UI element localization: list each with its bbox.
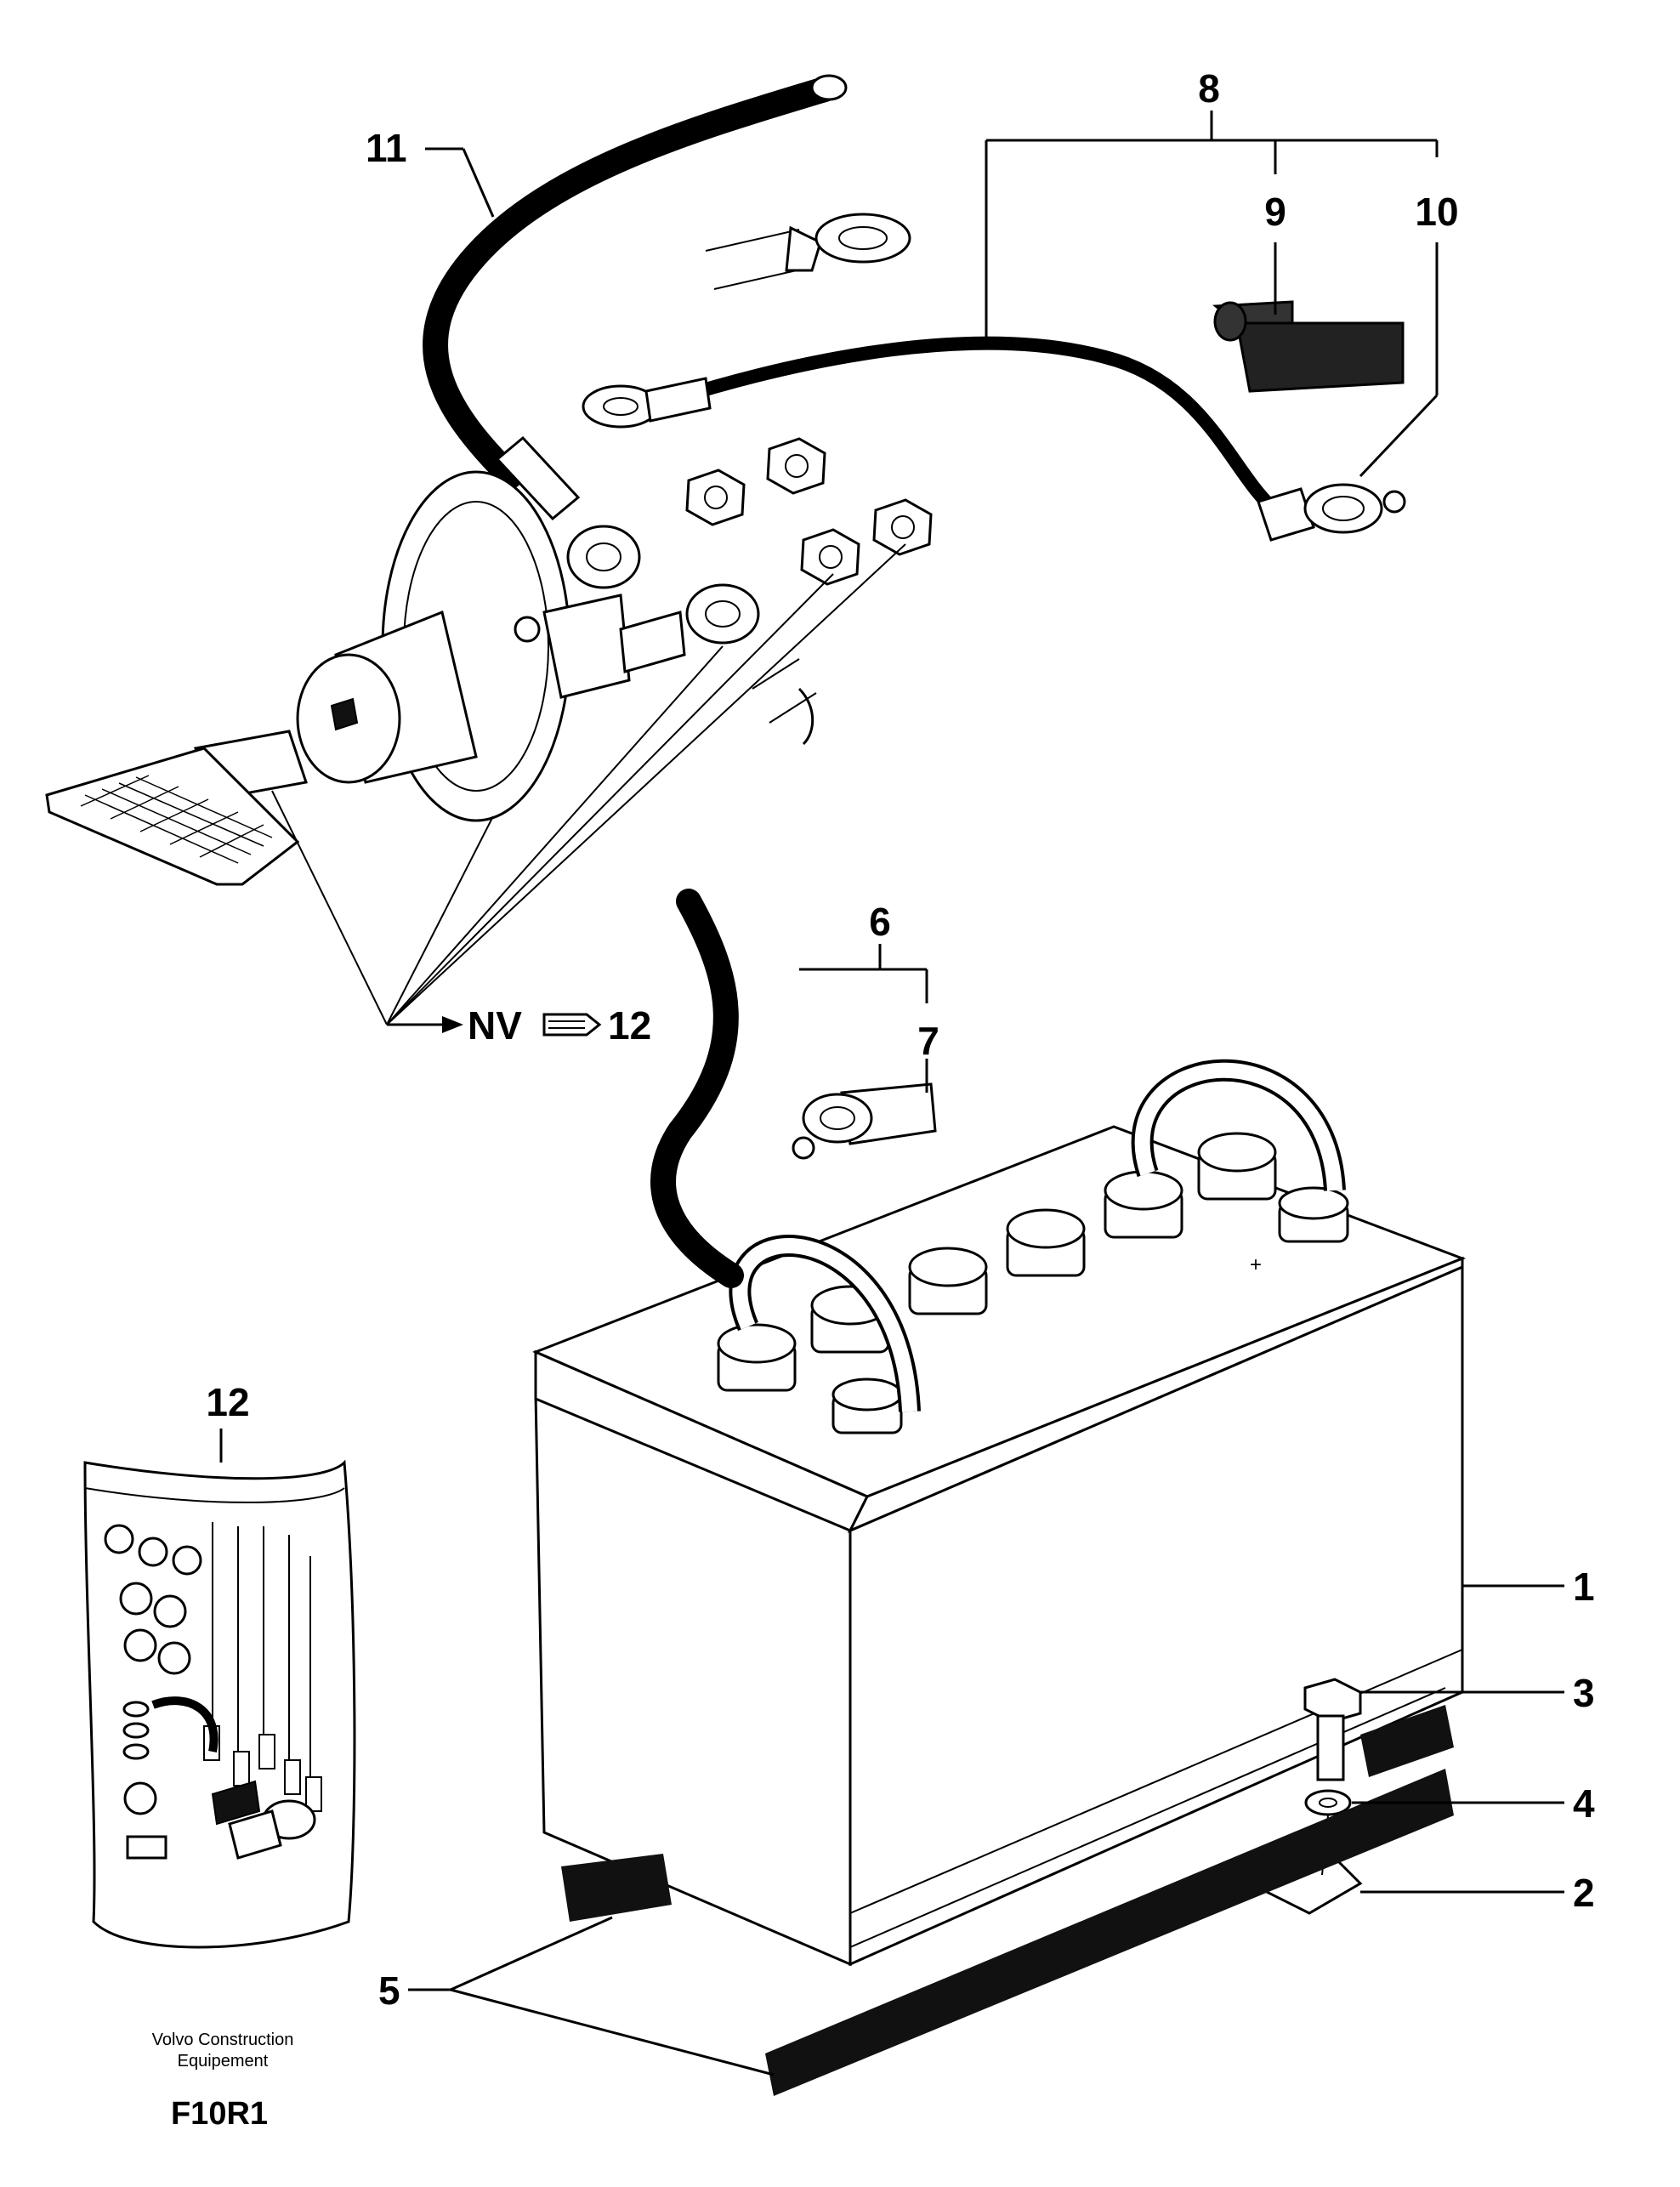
document-reference-icon — [542, 1013, 602, 1037]
callout-1: 1 — [1573, 1565, 1595, 1609]
hold-down-bolt-3 — [1303, 1678, 1362, 1781]
battery-filler-caps — [717, 1132, 1349, 1434]
cable-8 — [582, 336, 1282, 517]
nv-leader-lines — [271, 543, 906, 1033]
figure-code: F10R1 — [171, 2096, 268, 2132]
callout-11: 11 — [366, 126, 407, 170]
callout-12-reference: 12 — [608, 1003, 651, 1048]
hardware-bag-12 — [83, 1429, 356, 1949]
lug-terminal — [705, 213, 911, 290]
callout-2: 2 — [1573, 1871, 1595, 1915]
callout-6: 6 — [869, 900, 891, 944]
callout-10: 10 — [1415, 190, 1458, 234]
cable-11 — [423, 74, 848, 589]
terminal-cover-9 — [1212, 300, 1405, 393]
maker-line-1: Volvo Construction — [152, 2031, 294, 2049]
battery-clamp-10 — [1257, 483, 1406, 542]
callout-5: 5 — [378, 1968, 400, 2013]
callout-7: 7 — [917, 1019, 939, 1063]
positive-mark: + — [1250, 1253, 1262, 1276]
main-battery-cable — [650, 889, 744, 1288]
nv-label: NV — [468, 1003, 522, 1048]
callout-3: 3 — [1573, 1671, 1595, 1715]
washer-4 — [1304, 1789, 1352, 1816]
callout-8: 8 — [1198, 66, 1220, 111]
battery-1: – + — [532, 1125, 1467, 1967]
callout-12-bag: 12 — [206, 1380, 249, 1424]
leader-lines — [408, 111, 1564, 2076]
maker-line-2: Equipement — [178, 2052, 269, 2071]
callout-4: 4 — [1573, 1781, 1595, 1826]
rubber-strips-5 — [561, 1705, 1454, 2096]
footer: Volvo Construction Equipement F10R1 — [152, 2031, 294, 2132]
battery-clamp-7 — [792, 1082, 937, 1160]
callout-9: 9 — [1264, 190, 1286, 234]
nuts-washers — [685, 437, 933, 746]
callout-labels: 11 8 9 10 6 7 NV 12 12 1 3 4 2 5 — [206, 66, 1595, 2013]
pedal-grip-texture — [80, 775, 273, 864]
battery-isolator-switch — [45, 470, 686, 886]
